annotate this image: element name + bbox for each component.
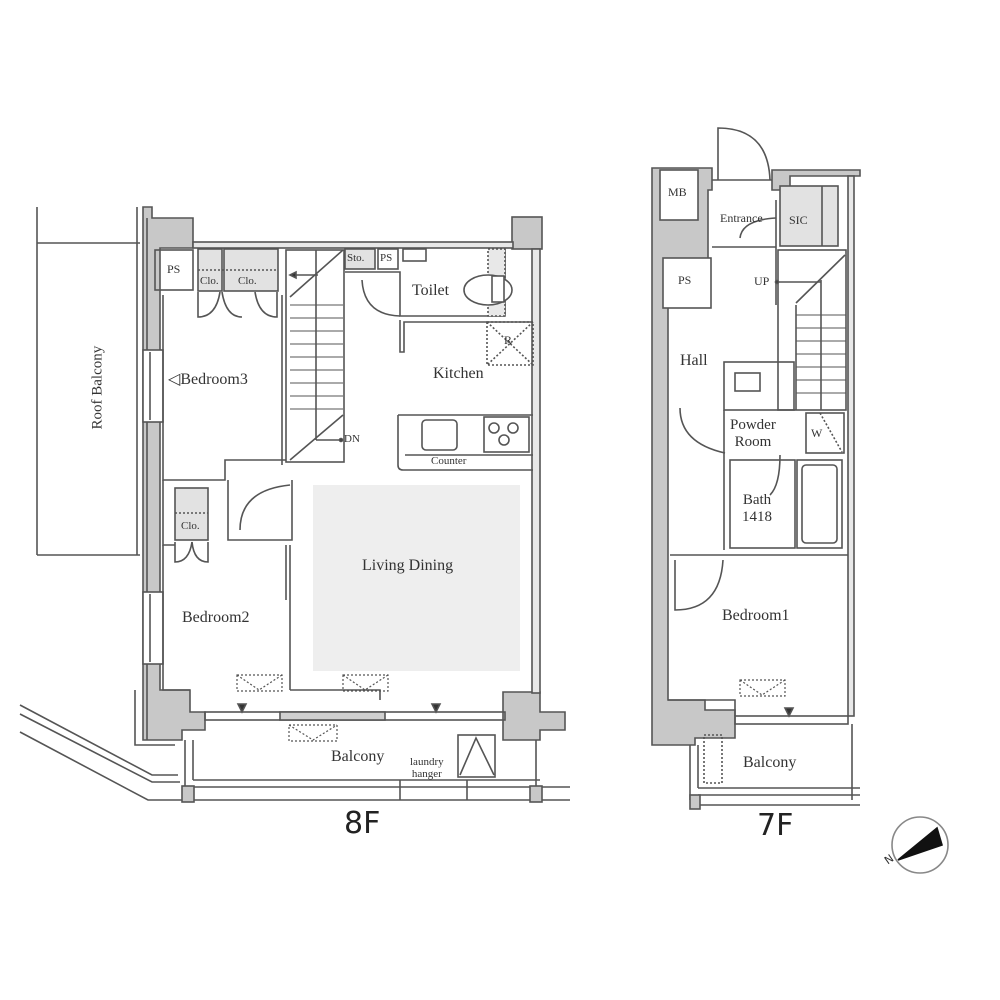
bath-label: Bath 1418 [742, 492, 772, 525]
ps-label: PS [380, 252, 393, 264]
living-dining-label: Living Dining [362, 557, 454, 574]
ps-label: PS [678, 273, 692, 287]
balcony-label: Balcony [743, 754, 797, 771]
laundry-hanger-label: laundry hanger [410, 756, 444, 780]
entrance-label: Entrance [720, 211, 763, 225]
ps-label: PS [167, 262, 181, 276]
closet-label: Clo. [200, 275, 219, 287]
hall-label: Hall [680, 352, 708, 369]
stairs-up-label: UP [754, 274, 770, 288]
washer-label: W [811, 426, 823, 440]
powder-room-label: Powder Room [730, 417, 776, 450]
floor-label-7f: 7F [757, 808, 794, 843]
counter-label: Counter [431, 455, 467, 467]
bedroom2-label: Bedroom2 [182, 609, 250, 626]
diagonal-wall [19, 690, 185, 801]
stairs-down-label: DN [344, 433, 360, 445]
bedroom3-label: ◁Bedroom3 [168, 371, 248, 388]
roof-balcony-outline [36, 207, 140, 556]
balcony-label: Balcony [331, 748, 385, 765]
roof-balcony-label: Roof Balcony [89, 345, 106, 430]
floor-label-8f: 8F [344, 806, 381, 841]
storage-label: Sto. [347, 252, 365, 264]
closet-label: Clo. [238, 275, 257, 287]
mb-label: MB [668, 185, 687, 199]
sic-label: SIC [789, 213, 808, 227]
toilet-label: Toilet [412, 282, 450, 299]
refrigerator-label: R [504, 333, 513, 347]
closet-label: Clo. [181, 520, 200, 532]
kitchen-label: Kitchen [433, 365, 484, 382]
bedroom1-label: Bedroom1 [722, 607, 790, 624]
